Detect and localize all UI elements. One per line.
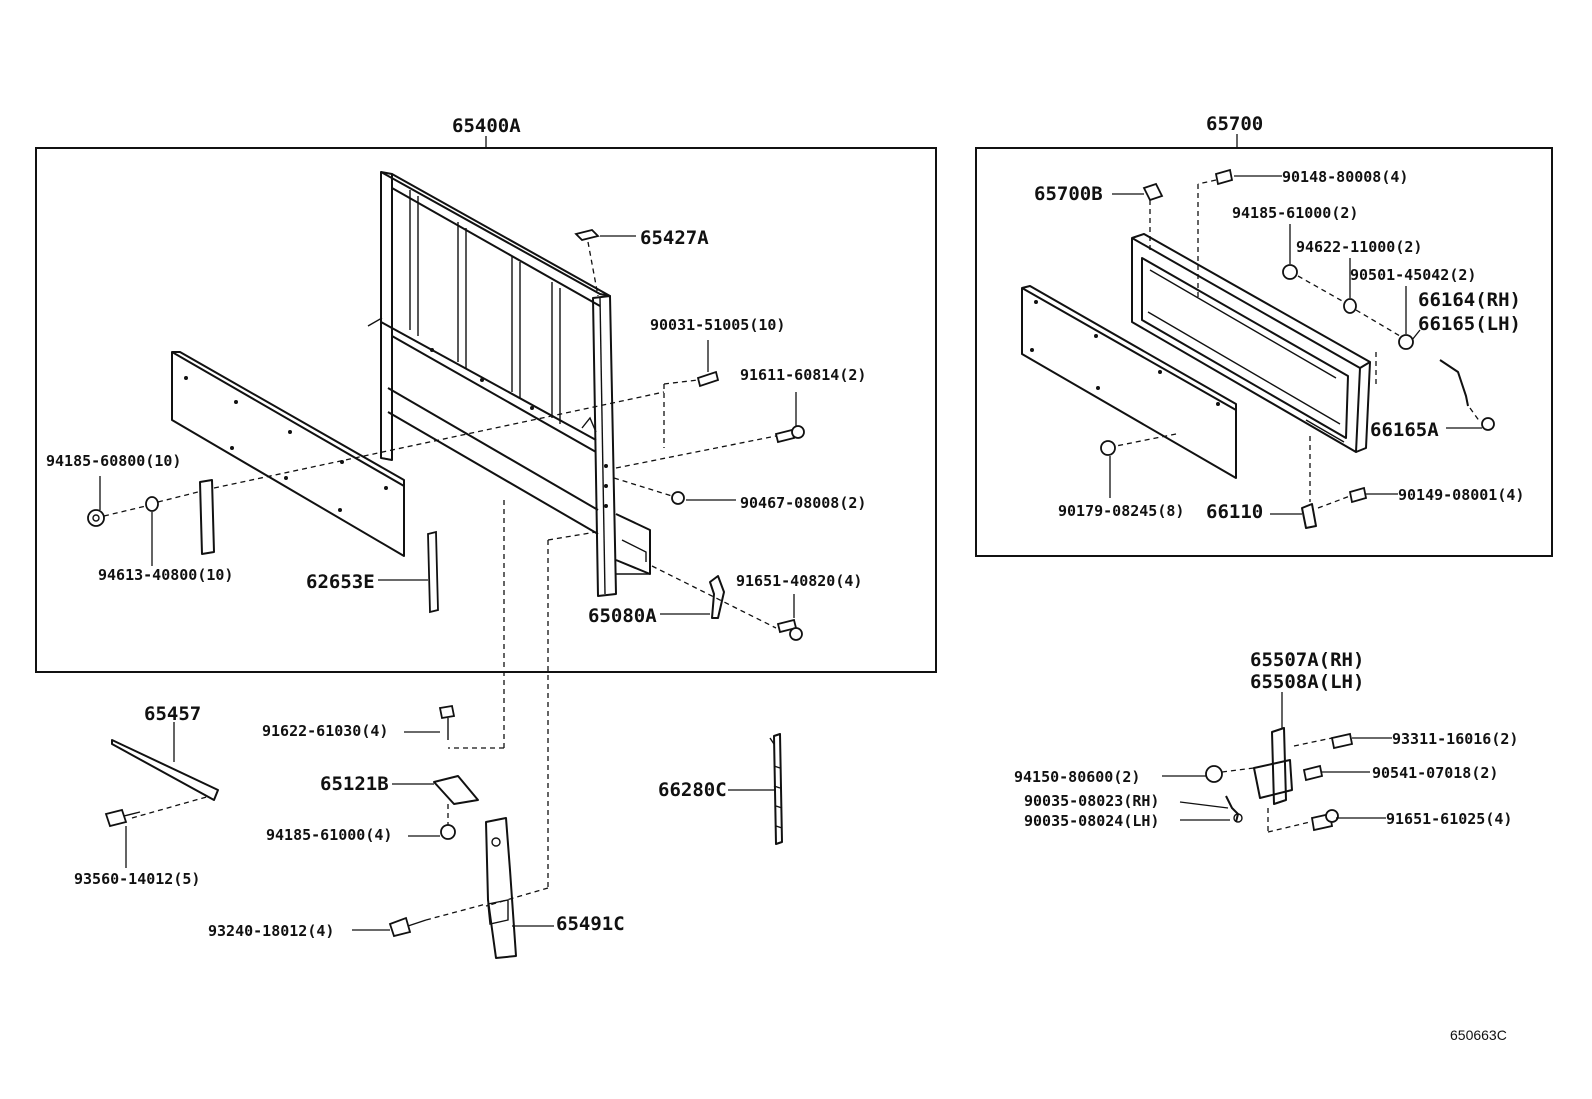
label-90149: 90149-08001(4) <box>1398 486 1524 504</box>
label-65457: 65457 <box>144 703 201 725</box>
spacer-strip <box>199 479 215 555</box>
screw-93240 <box>388 916 412 938</box>
label-94185-60800: 94185-60800(10) <box>46 452 181 470</box>
label-65080A: 65080A <box>588 605 657 627</box>
bracket-65121B <box>433 775 479 805</box>
label-65700B: 65700B <box>1034 183 1103 205</box>
rod-66280C <box>773 733 783 845</box>
pin-66164 <box>1439 359 1469 407</box>
knob-66165A <box>1481 417 1495 431</box>
label-94613: 94613-40800(10) <box>98 566 233 584</box>
rivet-90467 <box>671 491 685 505</box>
label-66165A: 66165A <box>1370 419 1439 441</box>
nut-94185-61000-tailgate <box>1282 264 1298 280</box>
bolt-93311 <box>1330 732 1354 750</box>
label-65508A: 65508A(LH) <box>1250 671 1364 693</box>
label-66110: 66110 <box>1206 501 1263 523</box>
label-66280C: 66280C <box>658 779 727 801</box>
cap-65427A <box>574 229 600 241</box>
nut-90179 <box>1100 440 1116 456</box>
label-93560: 93560-14012(5) <box>74 870 200 888</box>
board-panel-left <box>171 351 405 557</box>
label-90035-rh: 90035-08023(RH) <box>1024 792 1159 810</box>
group-box-tailgate <box>975 147 1553 557</box>
bolt-90031 <box>696 370 720 388</box>
label-90541: 90541-07018(2) <box>1372 764 1498 782</box>
bolt-91622 <box>438 704 456 720</box>
label-90031: 90031-51005(10) <box>650 316 785 334</box>
bolt-91611 <box>774 428 796 444</box>
label-65491C: 65491C <box>556 913 625 935</box>
bracket-65491C <box>485 817 517 959</box>
nut-94185-60800 <box>87 509 105 527</box>
nut-94150 <box>1205 765 1223 783</box>
label-91622: 91622-61030(4) <box>262 722 388 740</box>
bracket-65507A <box>1271 727 1287 805</box>
label-94185-61000-tailgate: 94185-61000(2) <box>1232 204 1358 222</box>
label-65507A: 65507A(RH) <box>1250 649 1364 671</box>
label-90467: 90467-08008(2) <box>740 494 866 512</box>
rail-65457 <box>111 739 219 801</box>
strip-62653E <box>427 530 439 614</box>
tailgate-frame <box>1131 233 1371 453</box>
hinge-66110 <box>1301 503 1317 529</box>
headboard-frame <box>367 171 651 597</box>
label-91651-40820: 91651-40820(4) <box>736 572 862 590</box>
bolt-90148 <box>1214 168 1234 186</box>
bolt-90149 <box>1348 486 1368 504</box>
clip-65700B <box>1142 182 1164 202</box>
label-90179: 90179-08245(8) <box>1058 502 1184 520</box>
label-90148: 90148-80008(4) <box>1282 168 1408 186</box>
label-93311: 93311-16016(2) <box>1392 730 1518 748</box>
washer-94613 <box>145 496 159 512</box>
cushion-90541 <box>1302 764 1324 782</box>
bush-90501 <box>1398 334 1414 350</box>
label-94150: 94150-80600(2) <box>1014 768 1140 786</box>
tailgate-board <box>1021 285 1237 479</box>
diagram-reference: 650663C <box>1450 1027 1507 1043</box>
label-90035-lh: 90035-08024(LH) <box>1024 812 1159 830</box>
washer-94622 <box>1343 298 1357 314</box>
label-65427A: 65427A <box>640 227 709 249</box>
label-94622: 94622-11000(2) <box>1296 238 1422 256</box>
label-94185-61000: 94185-61000(4) <box>266 826 392 844</box>
label-90501: 90501-45042(2) <box>1350 266 1476 284</box>
screw-93560 <box>104 808 128 828</box>
label-93240: 93240-18012(4) <box>208 922 334 940</box>
label-91651-61025: 91651-61025(4) <box>1386 810 1512 828</box>
label-66164: 66164(RH) <box>1418 289 1521 311</box>
spring-90035 <box>1225 795 1239 823</box>
label-62653E: 62653E <box>306 571 375 593</box>
label-65121B: 65121B <box>320 773 389 795</box>
group-label-rack: 65400A <box>452 115 521 137</box>
nut-94185-61000 <box>440 824 456 840</box>
label-66165: 66165(LH) <box>1418 313 1521 335</box>
label-91611: 91611-60814(2) <box>740 366 866 384</box>
latch-65080A <box>709 575 725 619</box>
group-label-tailgate: 65700 <box>1206 113 1263 135</box>
